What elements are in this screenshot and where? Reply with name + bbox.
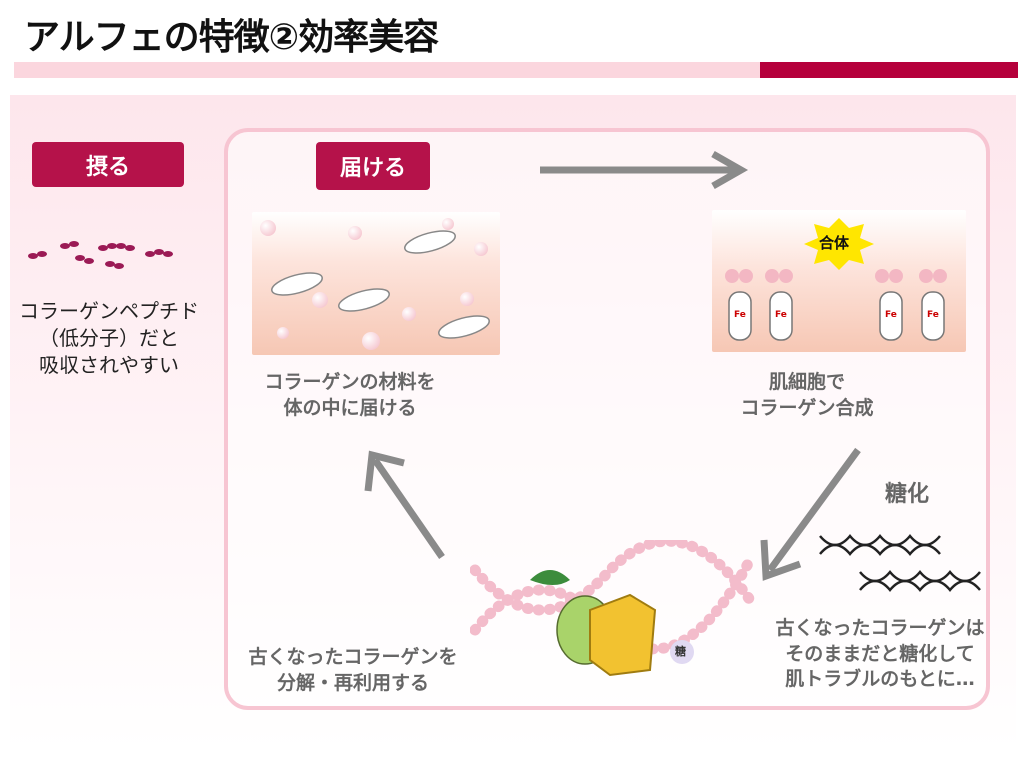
synthesis-illustration: 合体 Fe Fe Fe Fe xyxy=(712,210,966,352)
arrow-right-icon xyxy=(540,150,749,190)
caption-line: そのままだと糖化して xyxy=(785,642,975,665)
fe-mark: Fe xyxy=(734,310,746,320)
fe-mark: Fe xyxy=(927,310,939,320)
deliver-caption: コラーゲンの材料を 体の中に届ける xyxy=(240,370,460,421)
sugar-mark: 糖 xyxy=(675,645,686,658)
synthesize-caption: 肌細胞で コラーゲン合成 xyxy=(712,370,902,421)
caption-line: コラーゲンの材料を xyxy=(264,371,436,393)
caption-line: 分解・再利用する xyxy=(276,671,429,694)
title-underline-light xyxy=(14,62,760,78)
fe-mark: Fe xyxy=(775,310,787,320)
glycation-heading: 糖化 xyxy=(885,482,930,507)
caption-line: 肌トラブルのもとに… xyxy=(785,668,975,691)
fe-mark: Fe xyxy=(885,310,897,320)
title-underline-accent xyxy=(760,62,1018,78)
collagen-helix-icon xyxy=(469,535,756,677)
glycation-caption: 古くなったコラーゲンは そのままだと糖化して 肌トラブルのもとに… xyxy=(770,616,990,693)
take-label: 摂る xyxy=(32,142,184,187)
caption-line: 吸収されやすい xyxy=(39,353,179,377)
caption-line: 古くなったコラーゲンを xyxy=(248,646,458,668)
arrow-up-left-icon xyxy=(364,450,445,559)
deliver-label: 届ける xyxy=(316,142,430,190)
figure-icons xyxy=(271,230,490,339)
recycle-caption: 古くなったコラーゲンを 分解・再利用する xyxy=(238,645,468,696)
page-title: アルフェの特徴②効率美容 xyxy=(24,17,439,58)
recycle-illustration: 糖 xyxy=(469,535,756,690)
caption-line: （低分子）だと xyxy=(39,326,179,350)
caption-line: コラーゲンペプチド xyxy=(19,299,199,323)
delivery-illustration xyxy=(252,212,500,355)
peptide-dots-icon xyxy=(28,241,173,269)
cells-icon xyxy=(725,218,947,341)
glycated-collagen-icon xyxy=(819,534,981,592)
caption-line: 体の中に届ける xyxy=(283,396,417,419)
caption-line: 肌細胞で xyxy=(768,371,845,393)
arrow-down-left-icon xyxy=(760,447,861,581)
caption-line: コラーゲン合成 xyxy=(740,396,874,419)
take-caption: コラーゲンペプチド （低分子）だと 吸収されやすい xyxy=(14,298,204,379)
caption-line: 古くなったコラーゲンは xyxy=(775,617,985,639)
synthesis-badge: 合体 xyxy=(819,234,850,252)
